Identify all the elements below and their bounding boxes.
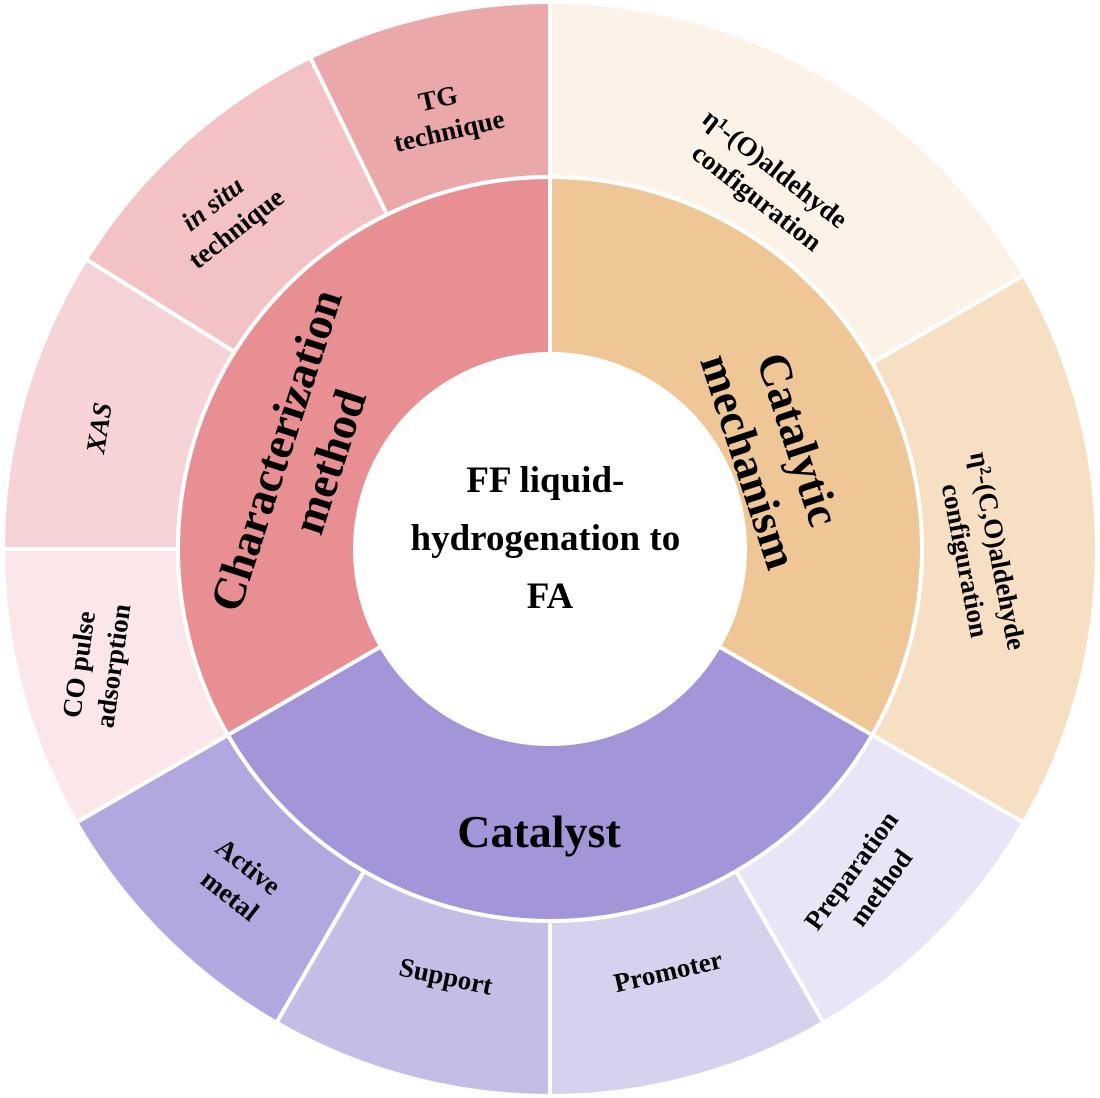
catalyst-line-1: Catalyst [457,806,621,857]
center-line-3: FA [527,576,574,617]
center-line-1: FF liquid- [466,460,624,501]
center-title: FF liquid- hydrogenation to FA [411,460,690,617]
center-line-2: hydrogenation to [411,518,681,559]
center-circle [355,354,745,744]
label-catalyst: Catalyst [457,806,621,857]
inner-ring [176,174,924,923]
